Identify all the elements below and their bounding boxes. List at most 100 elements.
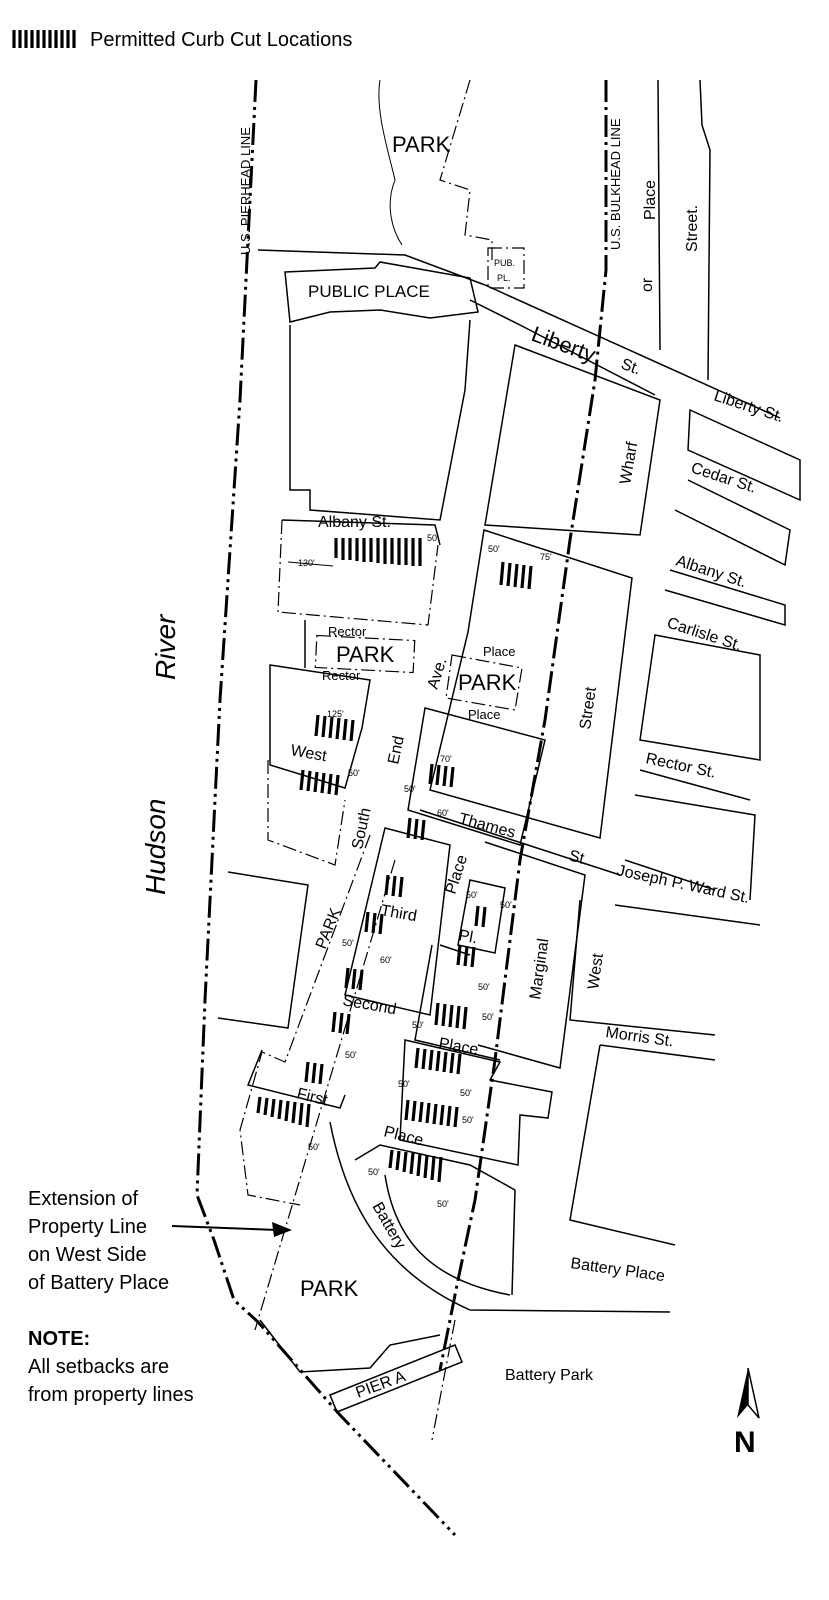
- second-block: [414, 944, 501, 1061]
- block-east-3: [664, 569, 786, 626]
- curb-cut-second-right: [434, 1002, 468, 1030]
- annotation-line-3: on West Side: [28, 1244, 147, 1266]
- note-title: NOTE:: [28, 1328, 90, 1350]
- pier-a-label: PIER A: [354, 1368, 409, 1402]
- park-rector-label: PARK: [336, 642, 395, 667]
- block-70: [407, 707, 546, 846]
- annotation-line-2: Property Line: [28, 1216, 147, 1238]
- dim-50-b: 50': [488, 544, 500, 554]
- annotation-line-1: Extension of: [28, 1188, 139, 1210]
- river-river-label: River: [150, 613, 181, 680]
- battery-curve-outer: [329, 1121, 671, 1313]
- thames-label: Thames: [457, 810, 517, 841]
- legend-hatch-icon: [12, 30, 76, 48]
- block-north-west: [289, 319, 471, 521]
- block-east-8: [614, 904, 761, 926]
- curb-cut-albany: [334, 538, 422, 566]
- curb-cut-first-top: [304, 1061, 324, 1085]
- marginal-block: [477, 841, 586, 1069]
- block-east-7: [624, 859, 716, 891]
- west-street-label: West: [585, 952, 607, 991]
- curb-cut-place-b: [404, 1099, 459, 1128]
- note-line-1: All setbacks are: [28, 1356, 169, 1378]
- dim-pl-60: 50': [500, 900, 512, 910]
- dim-pl-50: 50': [466, 890, 478, 900]
- rector-top-label: Rector: [328, 624, 367, 639]
- ave-label: Ave.: [425, 656, 451, 691]
- dim-first-top-50: 50': [345, 1050, 357, 1060]
- battery-place-label: Battery Place: [569, 1255, 666, 1285]
- third-block: [344, 827, 451, 1016]
- curb-cut-west-lower: [299, 769, 340, 796]
- curb-cut-second: [344, 967, 364, 991]
- liberty-st-east-label: Liberty St.: [712, 388, 786, 426]
- curb-cut-third-bottom: [364, 911, 384, 935]
- battery-label: Battery: [369, 1200, 409, 1252]
- albany-st-east-label: Albany St.: [674, 553, 749, 592]
- dim-albany-130: 130': [298, 558, 315, 568]
- pl-label: Pl.: [457, 927, 478, 947]
- joseph-ward-st-label: Joseph P. Ward St.: [615, 862, 751, 907]
- dim-first-50: 50': [308, 1142, 320, 1152]
- dim-third-60: 60': [380, 955, 392, 965]
- place-first-label: Place: [382, 1123, 425, 1149]
- park-side-label: PARK: [313, 906, 345, 952]
- liberty-street-south-edge: [469, 299, 656, 396]
- liberty-street-north-edge: [257, 249, 781, 419]
- place-top-label: Place: [483, 644, 516, 659]
- annotation-line-4: of Battery Place: [28, 1272, 169, 1294]
- west-block: [269, 664, 371, 789]
- pl-block: [457, 879, 506, 954]
- curb-cut-second-lower: [331, 1011, 351, 1035]
- curb-cut-third-top: [384, 874, 404, 898]
- liberty-st-label: St.: [619, 356, 643, 379]
- dim-place-c-50: 50': [368, 1167, 380, 1177]
- pub-pl-box: [487, 247, 525, 289]
- curb-cut-first: [256, 1096, 311, 1128]
- rector-st-label: Rector St.: [644, 750, 717, 781]
- second-block-top: [439, 944, 471, 956]
- dim-75: 75': [540, 552, 552, 562]
- end-label: End: [385, 734, 408, 765]
- south-label: South: [349, 806, 374, 850]
- north-arrow-icon: [737, 1367, 760, 1419]
- dim-place-b-50: 50': [462, 1115, 474, 1125]
- marginal-label: Marginal: [527, 937, 552, 1000]
- albany-block-west: [277, 519, 439, 626]
- park-top-boundary: [439, 79, 493, 260]
- curb-cut-70: [428, 763, 455, 788]
- block-east-1: [687, 408, 801, 502]
- or-label-vertical: or: [639, 277, 656, 292]
- legend-label: Permitted Curb Cut Locations: [90, 29, 352, 51]
- wharf-label: Wharf: [617, 440, 641, 486]
- wharf-block: [484, 343, 661, 536]
- dim-place-a-50: 50': [398, 1079, 410, 1089]
- street-label-vertical: Street.: [684, 205, 701, 252]
- block-east-2: [674, 479, 791, 567]
- park-top-outline: [378, 79, 403, 246]
- dim-70: 70': [440, 754, 452, 764]
- thames-st-label: St.: [567, 847, 590, 868]
- dim-third-50: 50': [342, 938, 354, 948]
- pierhead-line-label: U.S. PIERHEAD LINE: [238, 127, 253, 255]
- curb-cut-place-c: [388, 1149, 443, 1183]
- annotation-arrow-icon: [171, 1222, 292, 1237]
- dim-70-50: 50': [404, 784, 416, 794]
- public-place-outline: [284, 261, 479, 323]
- place-block-c: [354, 1144, 516, 1296]
- curb-cut-pl-lower: [456, 944, 476, 968]
- north-label: N: [734, 1426, 756, 1459]
- dim-west-50: 50': [348, 768, 360, 778]
- place-label-vertical: Place: [642, 180, 659, 220]
- place-second-label: Place: [437, 1035, 479, 1059]
- park-bottom-outline: [259, 1319, 441, 1373]
- park-side-strip: [239, 834, 371, 1206]
- park-top-label: PARK: [392, 132, 451, 157]
- public-place-label: PUBLIC PLACE: [308, 282, 430, 301]
- west-shore-block: [217, 871, 309, 1029]
- dim-albany-50: 50': [427, 533, 439, 543]
- battery-curve-inner: [384, 1174, 511, 1296]
- legend: Permitted Curb Cut Locations: [12, 29, 352, 51]
- dim-second-right-50: 50': [412, 1020, 424, 1030]
